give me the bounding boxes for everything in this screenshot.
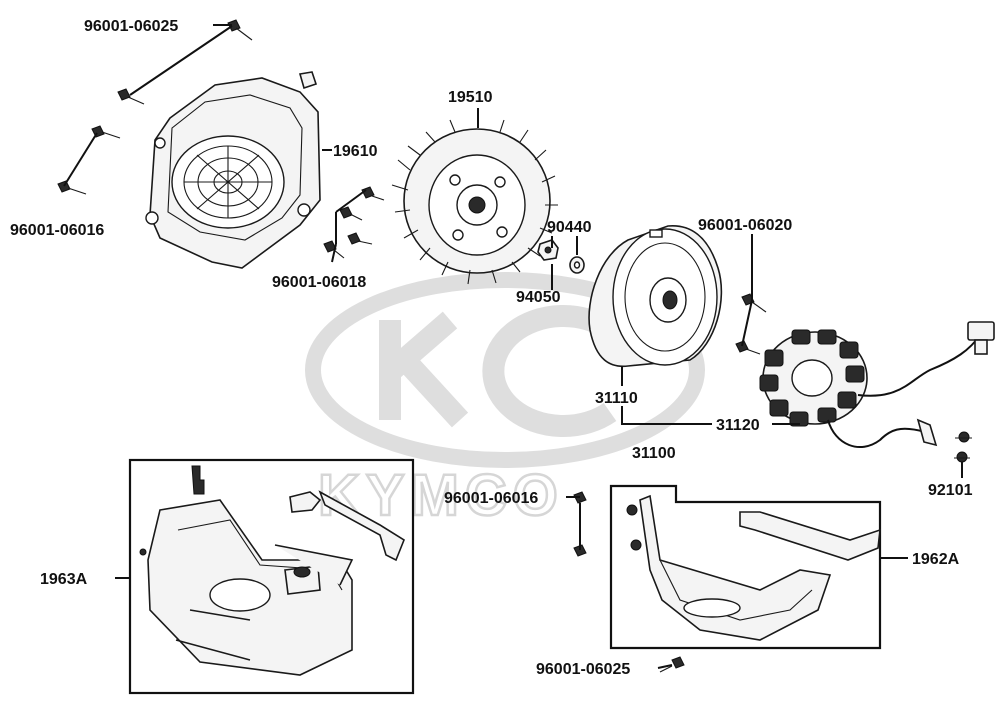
shroud-1963a-part bbox=[139, 465, 405, 676]
label-1962a: 1962A bbox=[912, 551, 960, 568]
label-96001-06025-bottom: 96001-06025 bbox=[536, 661, 630, 678]
fan-cover-part bbox=[145, 71, 321, 269]
label-19610: 19610 bbox=[333, 143, 378, 160]
label-31100: 31100 bbox=[632, 445, 676, 462]
label-96001-06025-top: 96001-06025 bbox=[84, 18, 178, 35]
bolts-top-left bbox=[57, 19, 253, 195]
label-92101: 92101 bbox=[928, 482, 973, 499]
flywheel-part bbox=[588, 225, 723, 368]
label-1963a: 1963A bbox=[40, 571, 88, 588]
bolts-19510 bbox=[323, 186, 385, 259]
shroud-1963a-frame bbox=[128, 458, 415, 695]
shroud-1962a-frame bbox=[609, 484, 882, 650]
nut-part bbox=[537, 239, 559, 261]
label-96001-06016-left: 96001-06016 bbox=[10, 222, 104, 239]
label-90440: 90440 bbox=[547, 219, 592, 236]
label-96001-06016-mid: 96001-06016 bbox=[444, 490, 538, 507]
label-31110: 31110 bbox=[595, 390, 638, 407]
bolt-bottom-part bbox=[659, 656, 685, 673]
label-96001-06020: 96001-06020 bbox=[698, 217, 792, 234]
shroud-1962a-part bbox=[626, 494, 881, 641]
label-19510: 19510 bbox=[448, 89, 493, 106]
label-94050: 94050 bbox=[516, 289, 561, 306]
leader-lines bbox=[63, 24, 963, 669]
label-96001-06018: 96001-06018 bbox=[272, 274, 366, 291]
label-31120: 31120 bbox=[716, 417, 760, 434]
clamp-part bbox=[954, 431, 972, 463]
washer-part bbox=[569, 256, 585, 274]
stator-part bbox=[759, 321, 995, 449]
cooling-fan-part bbox=[391, 116, 558, 285]
